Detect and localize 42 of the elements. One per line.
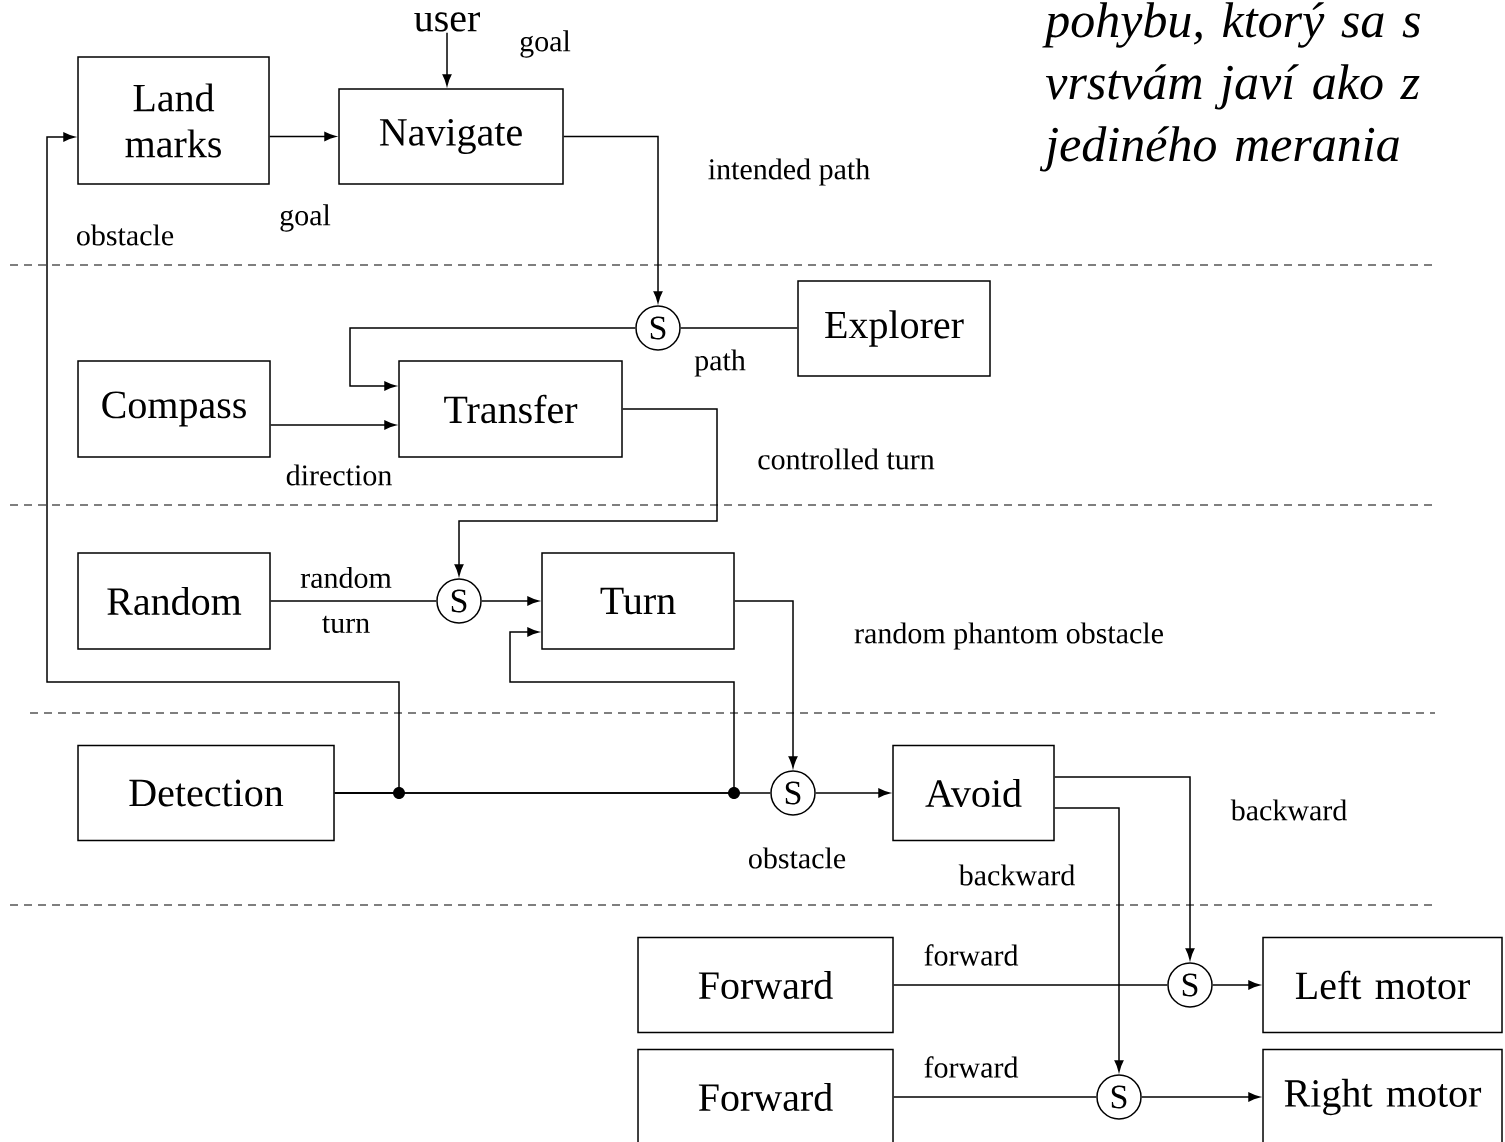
edge-label: random phantom obstacle — [854, 622, 1163, 650]
edge-label: obstacle — [749, 847, 846, 869]
arrow — [349, 327, 636, 391]
process-box: Random — [77, 552, 271, 650]
edge-label: random turn — [300, 566, 392, 634]
edge-label: goal — [280, 204, 331, 232]
edge-label: controlled turn — [758, 448, 935, 470]
arrow — [269, 132, 336, 141]
arrow — [1054, 776, 1195, 960]
process-box: Detection — [77, 744, 335, 842]
arrow — [1141, 1092, 1260, 1102]
process-box: Left motor — [1262, 936, 1503, 1034]
edge-label: forward — [924, 944, 1019, 966]
arrow — [734, 600, 798, 768]
edge-label: obstacle — [77, 224, 174, 246]
process-box: Transfer — [398, 360, 623, 458]
process-box: Explorer — [797, 280, 991, 377]
edge-label: forward — [924, 1056, 1019, 1078]
edge-label: backward — [958, 864, 1075, 886]
input-text: user — [414, 12, 480, 32]
process-box: Land marks — [77, 56, 270, 185]
arrow — [815, 788, 890, 798]
process-box: Turn — [541, 552, 735, 650]
process-box: Right motor — [1262, 1048, 1503, 1142]
arrow — [454, 408, 718, 576]
edge-label: backward — [1230, 799, 1347, 821]
process-box: Avoid — [892, 744, 1055, 842]
arrow — [1054, 807, 1124, 1072]
edge-label: goal — [520, 30, 571, 58]
edge-label: direction — [286, 464, 392, 486]
arrow — [563, 135, 663, 303]
edge-label: path — [694, 349, 746, 377]
arrow — [481, 596, 539, 606]
arrow — [1212, 980, 1260, 990]
arrow — [442, 32, 452, 86]
process-box: Forward — [637, 936, 894, 1034]
process-box: Navigate — [338, 88, 564, 185]
edge-label: intended path — [708, 158, 870, 186]
process-box: Compass — [77, 360, 271, 458]
italic-note: pohybu, ktorý sa s vrstvám javí ako z jediného merania — [1039, 2, 1420, 172]
arrow — [270, 420, 396, 430]
process-box: Forward — [637, 1048, 894, 1142]
